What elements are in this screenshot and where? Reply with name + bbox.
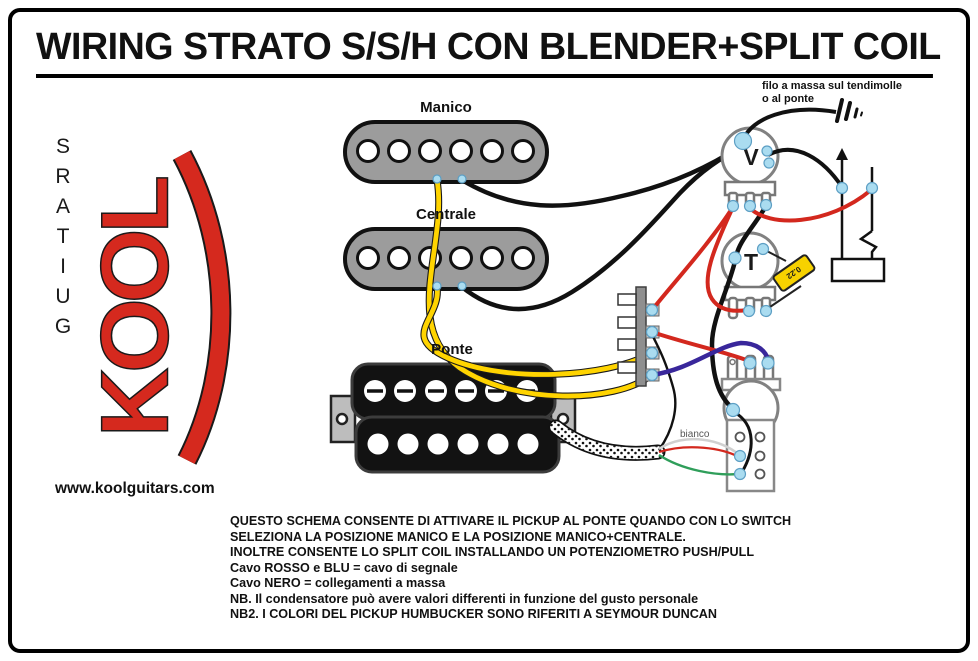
wire-yellow-neck bbox=[426, 179, 652, 399]
wire-black-middle bbox=[460, 146, 742, 312]
ground-note-line1: filo a massa sul tendimolle bbox=[762, 80, 902, 92]
guitars-vertical-text: S R A T I U G bbox=[54, 135, 72, 338]
middle-pickup bbox=[343, 227, 549, 291]
page-title: WIRING STRATO S/S/H CON BLENDER+SPLIT CO… bbox=[36, 26, 941, 78]
neck-pickup-poles bbox=[356, 139, 535, 163]
tone-pot: T 0.22 bbox=[720, 231, 816, 320]
wire-red-switch-to-blender bbox=[651, 330, 750, 363]
wire-red-volume-to-jack bbox=[747, 188, 873, 223]
note-line: Cavo NERO = collegamenti a massa bbox=[230, 576, 446, 590]
wire-yellow-middle bbox=[421, 286, 652, 377]
note-line: SELEZIONA LA POSIZIONE MANICO E LA POSIZ… bbox=[230, 529, 686, 544]
black-pickup-ground-wires bbox=[460, 144, 743, 312]
yellow-wires bbox=[420, 179, 653, 400]
note-line: INOLTRE CONSENTE LO SPLIT COIL INSTALLAN… bbox=[230, 545, 755, 559]
braided-cable bbox=[548, 419, 666, 461]
red-wires bbox=[650, 188, 873, 363]
jack-tip-arrow bbox=[836, 148, 848, 160]
notes-block: QUESTO SCHEMA CONSENTE DI ATTIVARE IL PI… bbox=[230, 514, 930, 623]
note-line: NB. Il condensatore può avere valori dif… bbox=[230, 591, 699, 606]
wire-red-humbucker bbox=[658, 446, 740, 458]
wire-green-humbucker bbox=[658, 453, 740, 476]
note-line: NB2. I COLORI DEL PICKUP HUMBUCKER SONO … bbox=[230, 607, 717, 621]
neck-pickup bbox=[343, 120, 549, 184]
jack-body bbox=[830, 257, 886, 283]
wire-black-casing-to-dpdt bbox=[733, 410, 753, 473]
capacitor: 0.22 bbox=[772, 254, 816, 292]
blender-push-pull-pot bbox=[720, 354, 782, 493]
output-jack bbox=[830, 148, 886, 283]
middle-pickup-label: Centrale bbox=[415, 206, 477, 223]
ground-symbol bbox=[835, 98, 863, 123]
wire-black-humbucker-hot bbox=[650, 333, 677, 451]
volume-pot-label: V bbox=[743, 144, 759, 170]
switch-tabs bbox=[617, 293, 637, 374]
wire-red-volume-to-tone bbox=[705, 206, 748, 313]
humbucker-slug-poles bbox=[367, 433, 539, 455]
note-line: QUESTO SCHEMA CONSENTE DI ATTIVARE IL PI… bbox=[230, 514, 792, 528]
neck-pickup-label: Manico bbox=[420, 99, 472, 116]
note-line: Cavo ROSSO e BLU = cavo di segnale bbox=[230, 560, 458, 575]
tone-pot-label: T bbox=[744, 249, 758, 275]
wire-black-to-jack bbox=[767, 147, 844, 189]
solder-points bbox=[432, 131, 879, 481]
kool-logo: KOOL bbox=[81, 179, 190, 438]
white-wire-label: bianco bbox=[680, 429, 710, 440]
ground-note-line2: o al ponte bbox=[762, 93, 814, 105]
logo-swoosh bbox=[172, 150, 232, 465]
bridge-humbucker bbox=[329, 362, 577, 474]
ground-note: filo a massa sul tendimolle o al ponte bbox=[762, 80, 902, 106]
wire-white-humbucker bbox=[658, 437, 740, 456]
website-url: www.koolguitars.com bbox=[55, 480, 215, 497]
bridge-pickup-label: Ponte bbox=[431, 341, 473, 358]
wire-blue-switch-to-blender bbox=[651, 340, 771, 378]
wire-red-switch-to-volume bbox=[650, 205, 735, 312]
